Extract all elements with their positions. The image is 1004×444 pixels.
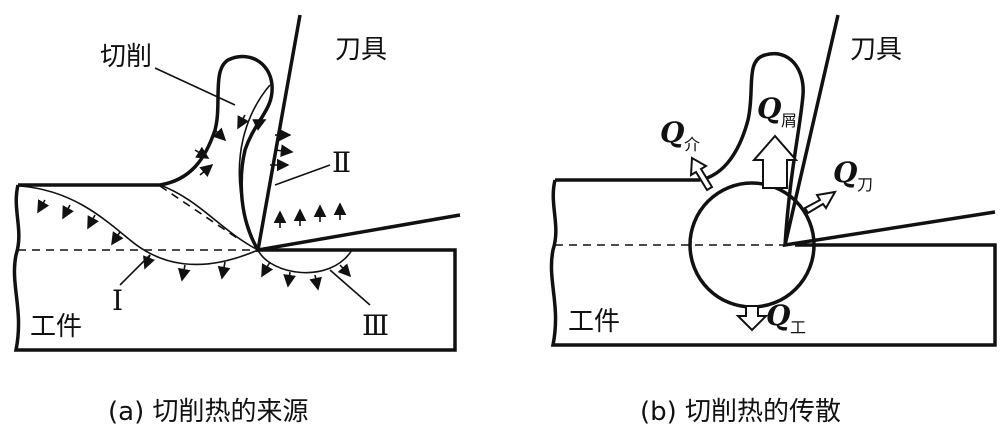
zone-3-label: Ⅲ: [362, 309, 389, 342]
arrow-q-chip: [751, 134, 799, 189]
q-tool-label: Q 刀: [833, 156, 873, 194]
tool: [782, 14, 996, 248]
svg-text:介: 介: [684, 135, 700, 154]
workpiece-outline: [12, 183, 457, 352]
panel-a-heat-sources: 刀具 切削 Ⅱ Ⅰ Ⅲ 工件 (a) 切削热的来源: [12, 14, 461, 427]
svg-text:Q: Q: [766, 299, 790, 332]
tool-label: 刀具: [335, 35, 387, 65]
tool-label: 刀具: [850, 35, 902, 65]
arrow-q-tool: [803, 190, 837, 215]
zone-1-label: Ⅰ: [112, 284, 123, 317]
arrow-q-medium: [689, 156, 714, 192]
shear-zone-1: [19, 184, 259, 266]
svg-text:Q: Q: [833, 156, 857, 189]
chip-label: 切削: [100, 42, 152, 72]
svg-text:刀: 刀: [857, 175, 873, 194]
zone-2-boundary: [238, 84, 271, 251]
svg-text:Q: Q: [660, 116, 684, 149]
shear-zone-boundary: [159, 185, 241, 241]
workpiece-outline: [549, 178, 997, 347]
caption-a: (a) 切削热的来源: [108, 397, 309, 427]
q-medium-label: Q 介: [660, 116, 700, 154]
q-chip-label: Q 屑: [757, 92, 797, 130]
zone-2-label: Ⅱ: [332, 146, 351, 179]
heat-arrows: [37, 114, 352, 291]
svg-text:Q: Q: [757, 92, 781, 125]
workpiece-label: 工件: [568, 307, 620, 337]
svg-text:屑: 屑: [781, 111, 797, 130]
panel-b-heat-dissipation: 刀具 Q 介 Q 屑 Q 刀 Q 工 工件 (b) 切削热的传散: [549, 14, 997, 427]
svg-text:工: 工: [790, 318, 806, 337]
caption-b: (b) 切削热的传散: [640, 397, 841, 427]
leader-lines: [119, 67, 371, 306]
chip-outline: [159, 54, 274, 251]
q-work-label: Q 工: [766, 299, 806, 337]
chip-outline: [699, 51, 805, 246]
workpiece-label: 工件: [30, 312, 82, 342]
zone-3-boundary: [257, 249, 353, 274]
arrow-q-work: [735, 305, 769, 332]
